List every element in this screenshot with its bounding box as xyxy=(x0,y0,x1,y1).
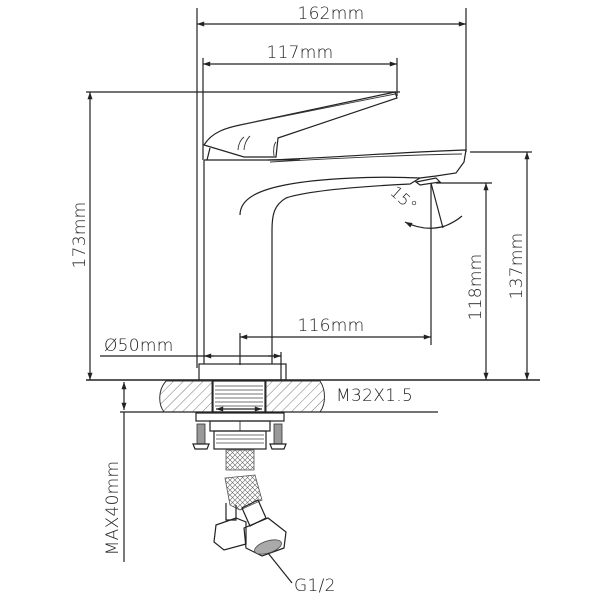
dimension-spout-angle: 15° xyxy=(386,182,463,345)
mounting-thread: M32X1.5 xyxy=(212,380,413,413)
hose-connector-opening xyxy=(254,539,282,555)
spout-reach-label: 116mm xyxy=(297,316,364,336)
spout-top-height-label: 137mm xyxy=(507,232,527,299)
hose-connection-label: G1/2 xyxy=(294,576,336,596)
dimension-base-diameter: Ø50mm xyxy=(100,336,282,380)
overall-height-label: 173mm xyxy=(70,201,90,268)
flex-hose: G1/2 xyxy=(213,449,336,596)
dimension-spout-reach: 116mm xyxy=(239,316,431,365)
dimension-max-counter-thickness: MAX40mm xyxy=(103,382,127,562)
dimension-handle-length: 117mm xyxy=(202,43,398,160)
spout-angle-label: 15° xyxy=(386,182,420,216)
thread-size-label: M32X1.5 xyxy=(336,386,413,406)
dimension-spout-height: 118mm xyxy=(436,182,492,380)
countertop-section xyxy=(120,380,438,413)
handle-length-label: 117mm xyxy=(266,43,333,63)
base-diameter-label: Ø50mm xyxy=(104,336,174,356)
overall-width-label: 162mm xyxy=(297,4,364,24)
faucet-body xyxy=(198,91,467,381)
spout-height-label: 118mm xyxy=(466,253,486,320)
dimension-overall-width: 162mm xyxy=(196,4,467,368)
mounting-nut xyxy=(192,412,287,450)
dimension-overall-height: 173mm xyxy=(70,91,400,380)
dimension-spout-top-height: 137mm xyxy=(470,151,532,380)
max-counter-thickness-label: MAX40mm xyxy=(103,461,123,556)
